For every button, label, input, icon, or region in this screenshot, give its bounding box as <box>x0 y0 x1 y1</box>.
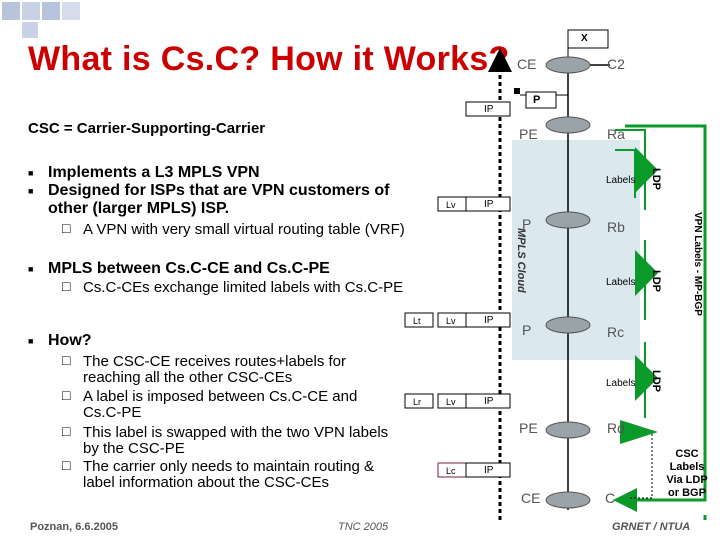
router-label: PE <box>519 420 538 436</box>
router-label: Rb <box>607 219 625 235</box>
bullet-square-icon: ■ <box>28 168 34 178</box>
ip-label: IP <box>484 104 494 115</box>
mpls-cloud-label: MPLS Cloud <box>515 228 527 293</box>
csc-network-diagram <box>404 29 707 520</box>
router-label: P <box>522 322 532 338</box>
sub-bullet-item: This label is swapped with the two VPN l… <box>83 424 389 457</box>
bullet-item: How? <box>48 332 92 349</box>
csc-definition: CSC = Carrier-Supporting-Carrier <box>28 120 266 137</box>
hollow-square-icon: □ <box>62 387 71 403</box>
sub-bullet-item: A VPN with very small virtual routing ta… <box>83 221 405 238</box>
csc-arrow-shape <box>620 420 658 444</box>
footer-right: GRNET / NTUA <box>612 521 691 533</box>
router-label: C <box>605 490 616 506</box>
lv-label: Lv <box>446 397 456 407</box>
router-label: CE <box>517 56 537 72</box>
router-label: PE <box>519 126 538 142</box>
ip-label: IP <box>484 315 494 326</box>
lv-label: Lv <box>446 316 456 326</box>
footer-left: Poznan, 6.6.2005 <box>30 521 119 533</box>
ip-label: IP <box>484 396 494 407</box>
router-label: Rc <box>607 324 625 340</box>
sub-bullet-item: Cs.C-CEs exchange limited labels with Cs… <box>83 279 404 296</box>
bullet-item: Implements a L3 MPLS VPN <box>48 164 260 181</box>
hollow-square-icon: □ <box>62 423 71 439</box>
router-label: P <box>522 216 532 232</box>
lv-label: Lv <box>446 200 456 210</box>
sub-bullet-item: The CSC-CE receives routes+labels for re… <box>83 353 347 386</box>
lc-label: Lc <box>446 466 456 476</box>
sub-bullet-item: A label is imposed between Cs.C-CE and C… <box>83 388 358 421</box>
bullet-item: MPLS between Cs.C-CE and Cs.C-PE <box>48 260 330 277</box>
router-label: Rd <box>607 420 625 436</box>
hollow-square-icon: □ <box>62 352 71 368</box>
hollow-square-icon: □ <box>62 278 71 294</box>
labels-text: Labels <box>606 175 636 186</box>
vpn-labels-text: VPN Labels - MP-BGP <box>692 212 703 316</box>
labels-text: Labels <box>606 378 636 389</box>
footer-center: TNC 2005 <box>338 521 389 533</box>
ldp-arrow-shape <box>635 355 658 401</box>
ldp-arrow-shape <box>635 250 658 296</box>
sub-bullet-item: The carrier only needs to maintain routi… <box>83 458 374 491</box>
top-box-label: X <box>581 33 588 44</box>
bullet-square-icon: ■ <box>28 186 34 196</box>
ldp-label: LDP <box>650 168 662 190</box>
hollow-square-icon: □ <box>62 220 71 236</box>
router-label: Ra <box>607 126 625 142</box>
csc-labels-note: CSC Labels Via LDP or BGP <box>666 448 708 499</box>
router-label: CE <box>521 490 541 506</box>
corner-squares-decoration <box>2 2 80 38</box>
lr-label: Lr <box>413 397 422 407</box>
bullet-square-icon: ■ <box>28 336 34 346</box>
hollow-square-icon: □ <box>62 457 71 473</box>
router-label: P <box>533 94 541 106</box>
labels-text: Labels <box>606 277 636 288</box>
bullet-square-icon: ■ <box>28 264 34 274</box>
ldp-arrow-shape <box>635 147 658 193</box>
ldp-label: LDP <box>650 270 662 292</box>
router-label: C2 <box>607 56 625 72</box>
lt-label: Lt <box>413 316 421 326</box>
bullet-item: Designed for ISPs that are VPN customers… <box>48 182 390 217</box>
ip-label: IP <box>484 465 494 476</box>
mpls-cloud-area <box>512 140 640 360</box>
slide-title: What is Cs.C? How it Works? <box>28 40 510 78</box>
ldp-label: LDP <box>650 370 662 392</box>
ip-label: IP <box>484 199 494 210</box>
